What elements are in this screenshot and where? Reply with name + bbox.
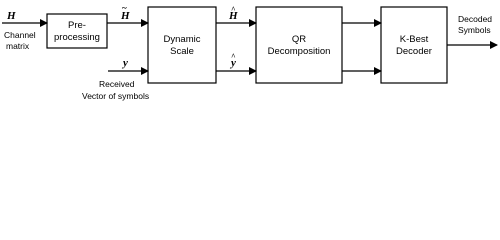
h-tilde-symbol: H [120, 10, 130, 22]
y-hat-accent: ^ [231, 52, 236, 61]
block-diagram: Pre- processing Dynamic Scale QR Decompo… [2, 3, 498, 101]
decoded-symbols-label-1: Decoded [458, 14, 492, 24]
h-tilde-accent: ~ [122, 3, 127, 13]
block-dynamic-scale: Dynamic Scale [147, 6, 217, 84]
channel-matrix-symbol: H [6, 10, 16, 22]
block-qr-decomposition: QR Decomposition [255, 6, 343, 84]
block-dynamic-scale-label-2: Scale [170, 46, 194, 57]
block-k-best-decoder: K-Best Decoder [380, 6, 448, 84]
block-k-best-decoder-label-2: Decoder [396, 46, 432, 57]
block-k-best-decoder-box [380, 6, 448, 84]
h-hat-accent: ^ [231, 5, 236, 14]
block-qr-decomposition-label-1: QR [292, 34, 306, 45]
decoded-symbols-label-2: Symbols [458, 25, 491, 35]
block-dynamic-scale-label-1: Dynamic [164, 34, 201, 45]
block-preprocessing-label-1: Pre- [68, 20, 86, 31]
y-hat-symbol: y [229, 57, 236, 69]
block-qr-decomposition-box [255, 6, 343, 84]
block-preprocessing: Pre- processing [46, 13, 108, 49]
received-vector-label-2: Vector of symbols [82, 91, 149, 101]
block-preprocessing-box [46, 13, 108, 49]
h-hat-symbol: H [228, 10, 238, 22]
received-vector-symbol: y [121, 57, 128, 69]
channel-matrix-label-1: Channel [4, 30, 36, 40]
block-qr-decomposition-label-2: Decomposition [268, 46, 331, 57]
block-preprocessing-label-2: processing [54, 32, 100, 43]
channel-matrix-label-2: matrix [6, 41, 30, 51]
block-dynamic-scale-box [147, 6, 217, 84]
received-vector-label-1: Received [99, 79, 135, 89]
block-k-best-decoder-label-1: K-Best [400, 34, 429, 45]
